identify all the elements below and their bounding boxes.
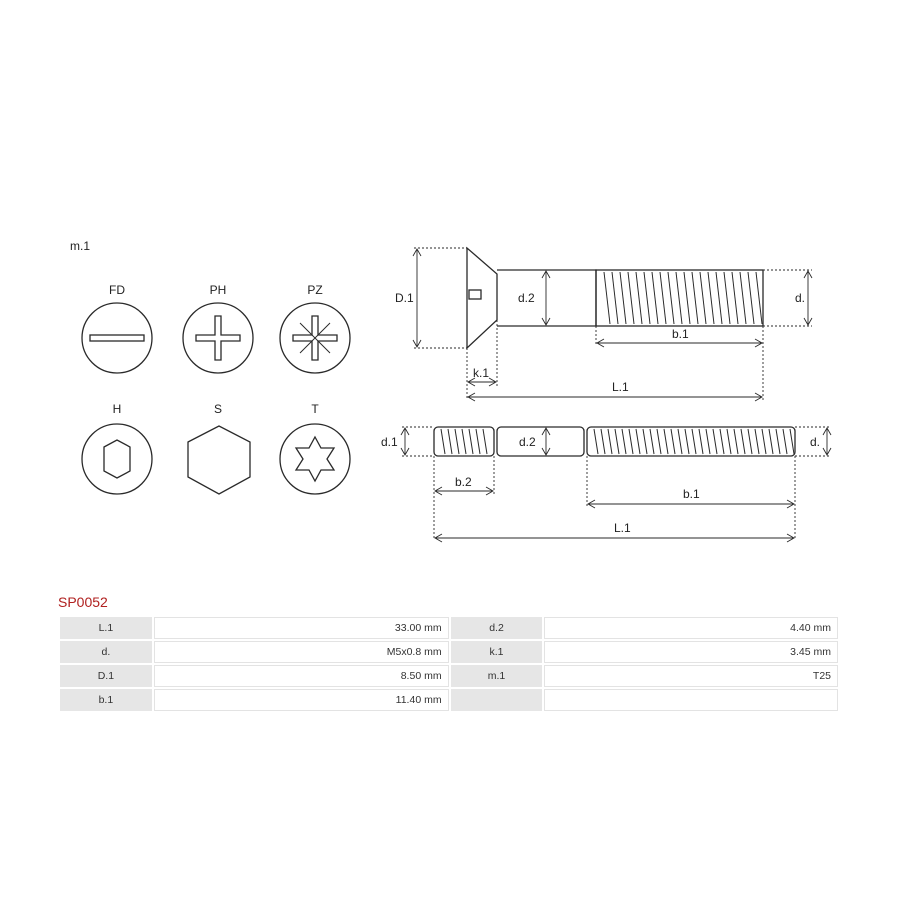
stud-b1-label: b.1 — [683, 487, 700, 501]
spec-label: D.1 — [60, 665, 152, 687]
drive-t: T — [279, 402, 351, 495]
stud-l1-label: L.1 — [614, 521, 631, 535]
drive-pz-label: PZ — [307, 283, 322, 297]
drive-ph-label: PH — [210, 283, 227, 297]
spec-label: b.1 — [60, 689, 152, 711]
drive-s-label: S — [214, 402, 222, 416]
spec-value: 11.40 mm — [153, 689, 449, 711]
spec-value: 4.40 mm — [544, 617, 838, 639]
hex-head-icon — [187, 425, 251, 495]
spec-label: L.1 — [60, 617, 152, 639]
screw-d1-label: D.1 — [395, 291, 414, 305]
drive-t-label: T — [311, 402, 319, 416]
drive-s: S — [187, 402, 251, 495]
drive-h: H — [81, 402, 153, 495]
stud-d2-label: d.2 — [519, 435, 536, 449]
drive-fd: FD — [81, 283, 153, 374]
table-row: L.1 33.00 mm d.2 4.40 mm — [60, 617, 838, 639]
slotted-drive-icon — [81, 302, 153, 374]
drive-ph: PH — [182, 283, 254, 374]
countersunk-screw-drawing: D.1 d.2 d. b.1 k.1 L.1 — [395, 246, 813, 402]
screw-l1-label: L.1 — [612, 380, 629, 394]
spec-label: m.1 — [450, 665, 543, 687]
torx-drive-icon — [279, 423, 351, 495]
drive-h-label: H — [113, 402, 122, 416]
spec-table: L.1 33.00 mm d.2 4.40 mm d. M5x0.8 mm k.… — [58, 615, 840, 713]
screw-b1-label: b.1 — [672, 327, 689, 341]
technical-drawing: m.1 FD PH PZ H S — [70, 239, 832, 543]
pozidriv-drive-icon — [279, 302, 351, 374]
table-row: d. M5x0.8 mm k.1 3.45 mm — [60, 641, 838, 663]
spec-label: k.1 — [450, 641, 543, 663]
table-row: b.1 11.40 mm — [60, 689, 838, 711]
spec-label: d.2 — [450, 617, 543, 639]
spec-value: 33.00 mm — [153, 617, 449, 639]
m1-label: m.1 — [70, 239, 90, 253]
stud-drawing: d.1 d.2 d. b.2 b.1 L.1 — [381, 426, 832, 543]
stud-d1-label: d.1 — [381, 435, 398, 449]
spec-value — [544, 689, 838, 711]
spec-value: M5x0.8 mm — [153, 641, 449, 663]
screw-k1-label: k.1 — [473, 366, 489, 380]
stud-b2-label: b.2 — [455, 475, 472, 489]
spec-value: T25 — [544, 665, 838, 687]
stud-d-label: d. — [810, 435, 820, 449]
spec-value: 3.45 mm — [544, 641, 838, 663]
hex-socket-drive-icon — [81, 423, 153, 495]
spec-value: 8.50 mm — [153, 665, 449, 687]
drive-fd-label: FD — [109, 283, 125, 297]
phillips-drive-icon — [182, 302, 254, 374]
screw-d2-label: d.2 — [518, 291, 535, 305]
product-code: SP0052 — [58, 594, 108, 610]
spec-label: d. — [60, 641, 152, 663]
spec-label — [450, 689, 543, 711]
screw-d-label: d. — [795, 291, 805, 305]
drive-pz: PZ — [279, 283, 351, 374]
table-row: D.1 8.50 mm m.1 T25 — [60, 665, 838, 687]
